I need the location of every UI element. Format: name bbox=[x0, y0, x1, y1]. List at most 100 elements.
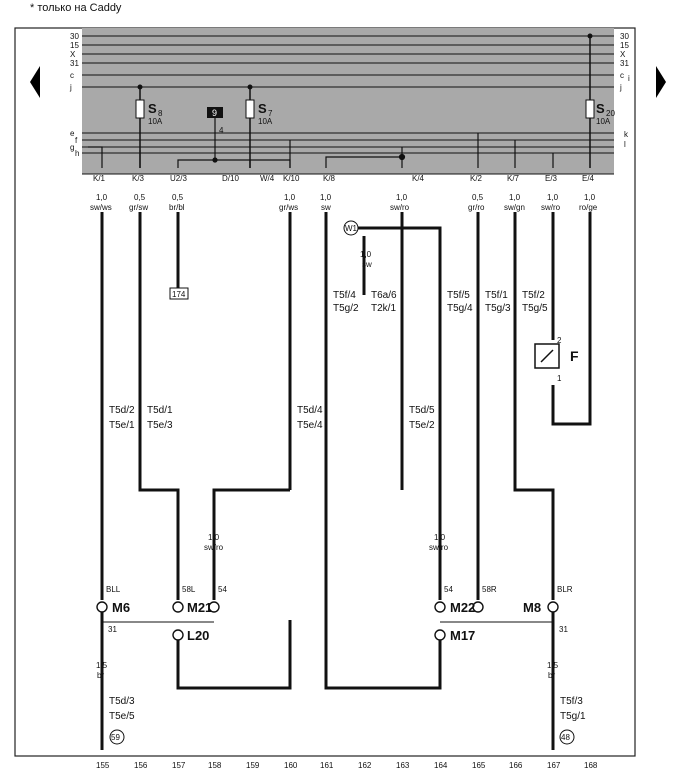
svg-text:T5e/1: T5e/1 bbox=[109, 420, 135, 431]
ref-174: 174 bbox=[172, 290, 186, 299]
svg-text:155: 155 bbox=[96, 761, 110, 770]
svg-text:164: 164 bbox=[434, 761, 448, 770]
column-numbers: 155 156 157 158 159 160 161 162 163 164 … bbox=[96, 761, 598, 770]
relay-9: 9 4 bbox=[207, 107, 224, 160]
rail-labels-left: 30 15 X 31 c j e f g h bbox=[69, 32, 79, 158]
w1-label: W1 bbox=[345, 224, 358, 233]
svg-text:br: br bbox=[97, 671, 104, 680]
svg-text:168: 168 bbox=[584, 761, 598, 770]
fuse-panel bbox=[82, 28, 614, 174]
svg-text:54: 54 bbox=[218, 585, 227, 594]
svg-text:S: S bbox=[596, 101, 605, 116]
svg-text:br: br bbox=[548, 671, 555, 680]
rail-label: h bbox=[75, 149, 79, 158]
rail-label: c bbox=[620, 71, 624, 80]
svg-text:K/7: K/7 bbox=[507, 174, 520, 183]
svg-text:31: 31 bbox=[108, 625, 117, 634]
bus-rails bbox=[82, 35, 614, 154]
svg-text:sw/ro: sw/ro bbox=[204, 543, 224, 552]
svg-text:BLR: BLR bbox=[557, 585, 573, 594]
svg-text:0,5: 0,5 bbox=[134, 193, 146, 202]
lamp-m8 bbox=[547, 601, 559, 613]
svg-text:T5d/4: T5d/4 bbox=[297, 405, 323, 416]
lamp-m22-b bbox=[472, 601, 484, 613]
svg-text:48: 48 bbox=[561, 733, 570, 742]
lamp-m22-a bbox=[434, 601, 446, 613]
svg-text:1: 1 bbox=[557, 374, 562, 383]
svg-text:1,0: 1,0 bbox=[284, 193, 296, 202]
lamp-m17 bbox=[434, 629, 446, 641]
ground-48 bbox=[559, 729, 575, 745]
svg-text:BLL: BLL bbox=[106, 585, 121, 594]
svg-text:T5g/3: T5g/3 bbox=[485, 303, 511, 314]
rail-label: l bbox=[624, 140, 626, 149]
svg-text:20: 20 bbox=[606, 109, 615, 118]
svg-text:T5e/2: T5e/2 bbox=[409, 420, 435, 431]
svg-text:T5g/5: T5g/5 bbox=[522, 303, 548, 314]
next-page-arrow-icon[interactable] bbox=[656, 66, 666, 98]
svg-text:sw/ws: sw/ws bbox=[90, 203, 112, 212]
lamp-labels: M6 M21 L20 M22 M8 M17 bbox=[112, 600, 541, 643]
svg-text:T5d/2: T5d/2 bbox=[109, 405, 135, 416]
svg-text:T5d/3: T5d/3 bbox=[109, 696, 135, 707]
rail-label: 15 bbox=[70, 41, 79, 50]
svg-text:K/8: K/8 bbox=[323, 174, 336, 183]
svg-text:10A: 10A bbox=[148, 117, 163, 126]
prev-page-arrow-icon[interactable] bbox=[30, 66, 40, 98]
svg-text:157: 157 bbox=[172, 761, 186, 770]
svg-text:T5e/4: T5e/4 bbox=[297, 420, 323, 431]
svg-text:T5e/5: T5e/5 bbox=[109, 711, 135, 722]
svg-text:31: 31 bbox=[559, 625, 568, 634]
connector-labels: K/1 K/3 U2/3 D/10 W/4 K/10 K/8 K/4 K/2 K… bbox=[93, 174, 595, 183]
rail-label: X bbox=[70, 50, 76, 59]
switch-f: F 2 1 bbox=[534, 336, 579, 383]
lamp-m6 bbox=[96, 601, 108, 613]
svg-text:163: 163 bbox=[396, 761, 410, 770]
svg-text:T5f/5: T5f/5 bbox=[447, 290, 470, 301]
svg-text:1,0: 1,0 bbox=[96, 193, 108, 202]
svg-text:1,5: 1,5 bbox=[96, 661, 108, 670]
svg-text:M22: M22 bbox=[450, 600, 475, 615]
svg-text:1,0: 1,0 bbox=[360, 250, 372, 259]
svg-text:gr/ws: gr/ws bbox=[279, 203, 298, 212]
svg-text:165: 165 bbox=[472, 761, 486, 770]
ref-174-box bbox=[169, 287, 189, 300]
svg-text:58L: 58L bbox=[182, 585, 196, 594]
svg-text:1,0: 1,0 bbox=[208, 533, 220, 542]
rail-label: c bbox=[70, 71, 74, 80]
rail-label: j bbox=[69, 83, 72, 92]
svg-text:M6: M6 bbox=[112, 600, 130, 615]
svg-text:54: 54 bbox=[444, 585, 453, 594]
svg-text:0,5: 0,5 bbox=[172, 193, 184, 202]
lamps bbox=[96, 601, 559, 641]
svg-text:T5g/2: T5g/2 bbox=[333, 303, 359, 314]
svg-text:gr/ro: gr/ro bbox=[468, 203, 485, 212]
svg-text:U2/3: U2/3 bbox=[170, 174, 187, 183]
svg-text:59: 59 bbox=[111, 733, 120, 742]
svg-text:159: 159 bbox=[246, 761, 260, 770]
svg-text:gr/sw: gr/sw bbox=[129, 203, 148, 212]
lamp-l20 bbox=[172, 629, 184, 641]
svg-text:sw/ro: sw/ro bbox=[541, 203, 561, 212]
svg-text:7: 7 bbox=[268, 109, 273, 118]
panel-wiring bbox=[88, 133, 554, 168]
svg-text:166: 166 bbox=[509, 761, 523, 770]
lamp-m21-b bbox=[208, 601, 220, 613]
svg-text:br/bl: br/bl bbox=[169, 203, 185, 212]
svg-text:2: 2 bbox=[557, 336, 562, 345]
caddy-note: * только на Caddy bbox=[30, 2, 122, 14]
svg-text:F: F bbox=[570, 348, 579, 364]
svg-text:1,0: 1,0 bbox=[434, 533, 446, 542]
svg-text:M21: M21 bbox=[187, 600, 212, 615]
svg-text:S: S bbox=[258, 101, 267, 116]
svg-text:9: 9 bbox=[212, 108, 217, 118]
svg-text:K/10: K/10 bbox=[283, 174, 300, 183]
svg-text:T5d/1: T5d/1 bbox=[147, 405, 173, 416]
rail-label: j bbox=[619, 83, 622, 92]
rail-label: 31 bbox=[620, 59, 629, 68]
svg-text:L20: L20 bbox=[187, 628, 209, 643]
svg-text:1,0: 1,0 bbox=[584, 193, 596, 202]
rail-label: g bbox=[70, 143, 74, 152]
svg-text:T5g/1: T5g/1 bbox=[560, 711, 586, 722]
